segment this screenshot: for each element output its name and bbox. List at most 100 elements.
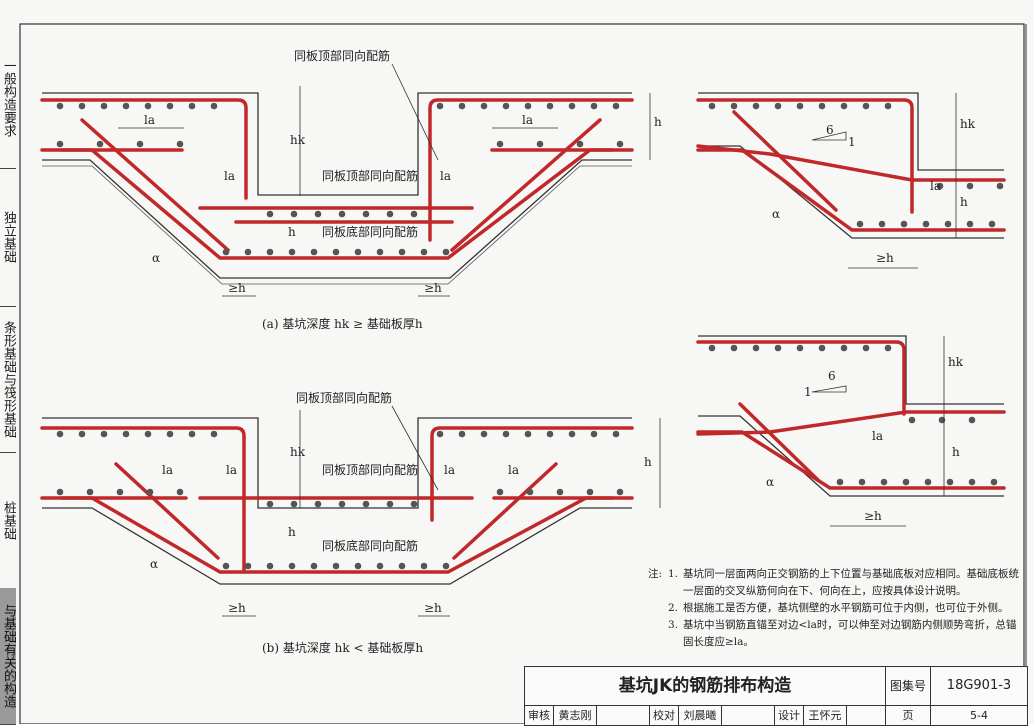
label-la-c: la [930, 179, 941, 193]
rebar-dot [310, 562, 318, 570]
diagram-a-rebar-dots [56, 102, 624, 256]
rebar-dot [546, 430, 554, 438]
diagram-b-top-left-bar [40, 426, 246, 574]
rebar-dot [902, 478, 910, 486]
diagram-a-right-diag [450, 118, 602, 252]
rebar-dot [86, 488, 94, 496]
rebar-dot [78, 102, 86, 110]
rebar-dot [398, 248, 406, 256]
review-signature [597, 706, 650, 725]
rebar-dot [862, 344, 870, 352]
slope-1-d: 1 [804, 385, 812, 399]
rebar-dot [146, 488, 154, 496]
rebar-dot [966, 182, 974, 190]
rebar-dot [908, 416, 916, 424]
diagram-b-left-diag [114, 462, 220, 560]
rebar-dot [386, 500, 394, 508]
diagram-c-top-bar [696, 98, 914, 214]
check-signature [722, 706, 775, 725]
rebar-dot [100, 430, 108, 438]
diagram-b-bottom-bar [40, 496, 634, 574]
rebar-dot [266, 500, 274, 508]
rebar-dot [496, 488, 504, 496]
rebar-dot [840, 102, 848, 110]
label-ge-h-b1: ≥h [228, 601, 246, 615]
rebar-dot [946, 478, 954, 486]
rebar-dot [568, 430, 576, 438]
atlas-number: 18G901-3 [931, 667, 1027, 706]
rebar-dot [536, 140, 544, 148]
rebar-dot [858, 478, 866, 486]
rebar-dot [900, 220, 908, 228]
rebar-dot [442, 562, 450, 570]
rebar-dot [354, 248, 362, 256]
rebar-dot [442, 248, 450, 256]
rebar-dot [176, 488, 184, 496]
page-label: 页 [886, 706, 931, 725]
diagram-c-bottom-bar [696, 148, 1006, 232]
rebar-dot [524, 430, 532, 438]
rebar-dot [862, 102, 870, 110]
label-la-b4: la [508, 463, 519, 477]
diagram-b-right-diag [452, 462, 558, 560]
rebar-dot [288, 248, 296, 256]
rebar-dot [314, 500, 322, 508]
label-top-same-dir-b1: 同板顶部同向配筋 [296, 390, 392, 405]
rebar-dot [878, 220, 886, 228]
label-top-same-dir-a2: 同板顶部同向配筋 [322, 168, 418, 183]
rebar-dot [880, 478, 888, 486]
rebar-dot [386, 210, 394, 218]
chapter-tab: 一般构造要求 [0, 28, 16, 169]
rebar-dot [836, 478, 844, 486]
label-ge-h-a1: ≥h [228, 281, 246, 295]
note-number: 1. [668, 568, 679, 580]
label-la-a3: la [224, 169, 235, 183]
rebar-dot [990, 478, 998, 486]
rebar-dot [546, 102, 554, 110]
rebar-dot [436, 430, 444, 438]
review-name: 黄志刚 [554, 706, 597, 725]
rebar-dot [338, 210, 346, 218]
diagram-a-top-left-bar [40, 98, 248, 200]
label-bottom-same-dir-a: 同板底部同向配筋 [322, 224, 418, 239]
chapter-tab: 与基础有关的构造 [0, 588, 16, 725]
diagram-b-concrete-outline [42, 417, 632, 585]
rebar-dot [924, 478, 932, 486]
rebar-dot [708, 344, 716, 352]
sheet-title: 基坑JK的钢筋排布构造 [525, 667, 886, 706]
design-signature [847, 706, 886, 725]
diagram-d: 6 1 hk h la α ≥h [696, 335, 1006, 527]
diagram-d-top-bar [696, 340, 906, 416]
notes-block: 注:1.基坑同一层面两向正交钢筋的上下位置与基础底板对应相同。基础底板统一层面的… [648, 566, 1020, 651]
note-text: 基坑同一层面两向正交钢筋的上下位置与基础底板对应相同。基础底板统一层面的交叉纵筋… [683, 568, 1019, 597]
label-hk-d: hk [948, 355, 964, 369]
label-la-b2: la [226, 463, 237, 477]
label-la-d: la [872, 429, 883, 443]
label-hk-c: hk [960, 117, 976, 131]
label-la-a4: la [440, 169, 451, 183]
rebar-dot [752, 102, 760, 110]
drawing-frame [19, 23, 1025, 724]
rebar-dot [856, 220, 864, 228]
rebar-dot [420, 562, 428, 570]
rebar-dot [420, 248, 428, 256]
label-ge-h-c: ≥h [876, 251, 894, 265]
rebar-dot [730, 102, 738, 110]
rebar-dot [290, 500, 298, 508]
rebar-dot [612, 102, 620, 110]
caption-b: (b) 基坑深度 hk < 基础板厚h [262, 640, 423, 655]
diagram-c-diag [732, 110, 838, 212]
diagram-a-cushion [42, 165, 632, 285]
rebar-dot [818, 344, 826, 352]
rebar-dot [968, 478, 976, 486]
label-h-a1: h [288, 225, 296, 239]
diagram-b-rebar-dots [56, 430, 624, 570]
rebar-dot [122, 430, 130, 438]
rebar-dot [818, 102, 826, 110]
rebar-dot [266, 562, 274, 570]
slope-triangle-c [811, 131, 847, 141]
rebar-dot [176, 140, 184, 148]
signature-row: 审核 黄志刚 校对 刘晨曦 设计 王怀元 页 5-4 [525, 706, 1027, 725]
